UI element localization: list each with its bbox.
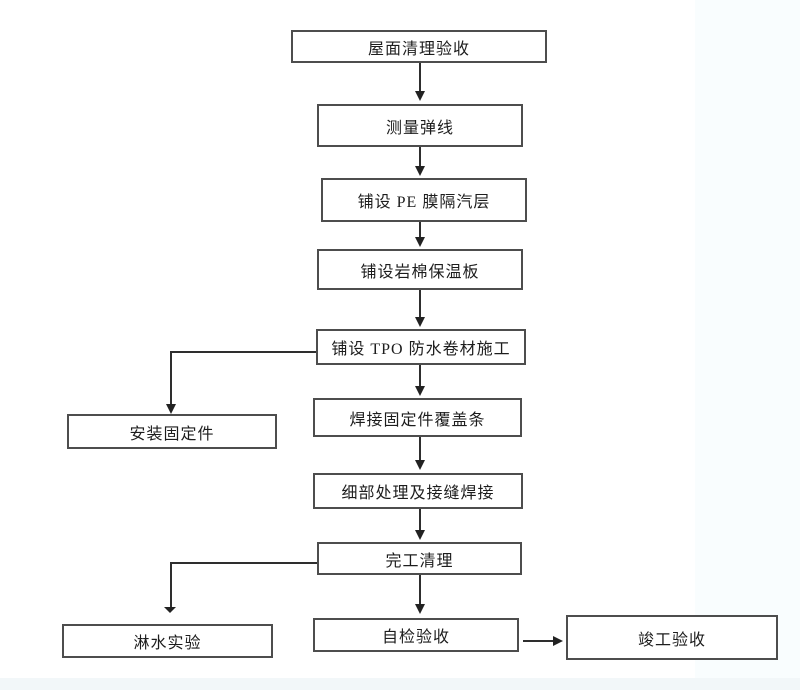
connector-line bbox=[170, 351, 172, 404]
flow-node-pe-film-vapor-barrier: 铺设 PE 膜隔汽层 bbox=[321, 178, 527, 222]
connector-line bbox=[419, 437, 421, 460]
connector-line bbox=[170, 562, 172, 607]
flow-node-completion-acceptance-label: 竣工验收 bbox=[637, 631, 706, 649]
flow-node-completion-cleanup-label: 完工清理 bbox=[385, 552, 454, 570]
flow-node-roof-cleaning-label: 屋面清理验收 bbox=[367, 40, 470, 58]
flow-node-rock-wool-insulation: 铺设岩棉保温板 bbox=[317, 249, 523, 290]
flow-node-tpo-membrane: 铺设 TPO 防水卷材施工 bbox=[316, 329, 526, 365]
page-right-tint bbox=[695, 0, 800, 690]
connector-line bbox=[171, 562, 317, 564]
connector-line bbox=[419, 147, 421, 166]
flow-node-measure-snap-line-label: 测量弹线 bbox=[385, 119, 454, 137]
arrowhead-down-icon bbox=[415, 460, 425, 470]
connector-line bbox=[419, 365, 421, 386]
arrowhead-down-icon bbox=[415, 604, 425, 614]
flow-node-roof-cleaning: 屋面清理验收 bbox=[291, 30, 547, 63]
arrowhead-down-icon bbox=[415, 166, 425, 176]
connector-line bbox=[419, 509, 421, 530]
connector-line bbox=[523, 640, 553, 642]
flow-node-water-spray-test: 淋水实验 bbox=[62, 624, 273, 658]
arrowhead-down-icon bbox=[415, 237, 425, 247]
flow-node-weld-fixing-cover-strip-label: 焊接固定件覆盖条 bbox=[349, 411, 486, 429]
flow-node-water-spray-test-label: 淋水实验 bbox=[133, 635, 202, 652]
arrowhead-right-icon bbox=[553, 636, 563, 646]
flow-node-install-fixings-label: 安装固定件 bbox=[129, 425, 215, 443]
connector-line bbox=[419, 290, 421, 317]
flow-node-pe-film-vapor-barrier-label: 铺设 PE 膜隔汽层 bbox=[357, 194, 491, 211]
flow-node-tpo-membrane-label: 铺设 TPO 防水卷材施工 bbox=[331, 341, 511, 358]
flow-node-detail-and-seam-welding-label: 细部处理及接缝焊接 bbox=[341, 485, 495, 502]
flow-node-self-inspection: 自检验收 bbox=[313, 618, 519, 652]
flow-node-completion-cleanup: 完工清理 bbox=[317, 542, 522, 575]
arrowhead-down-icon bbox=[166, 404, 176, 414]
flow-node-detail-and-seam-welding: 细部处理及接缝焊接 bbox=[313, 473, 523, 509]
flow-node-measure-snap-line: 测量弹线 bbox=[317, 104, 523, 147]
flow-node-completion-acceptance: 竣工验收 bbox=[566, 615, 778, 660]
arrowhead-down-icon bbox=[415, 386, 425, 396]
connector-line bbox=[171, 351, 316, 353]
flow-node-weld-fixing-cover-strip: 焊接固定件覆盖条 bbox=[313, 398, 522, 437]
connector-line bbox=[419, 575, 421, 604]
arrowhead-down-icon bbox=[415, 317, 425, 327]
connector-line bbox=[419, 63, 421, 91]
arrowhead-down-icon bbox=[415, 91, 425, 101]
arrowhead-down-icon bbox=[415, 530, 425, 540]
flow-node-install-fixings: 安装固定件 bbox=[67, 414, 277, 449]
page-bottom-strip bbox=[0, 678, 800, 690]
flow-node-rock-wool-insulation-label: 铺设岩棉保温板 bbox=[360, 263, 480, 281]
connector-line bbox=[419, 222, 421, 237]
arrowhead-down-icon bbox=[164, 607, 176, 613]
flow-node-self-inspection-label: 自检验收 bbox=[381, 629, 450, 646]
